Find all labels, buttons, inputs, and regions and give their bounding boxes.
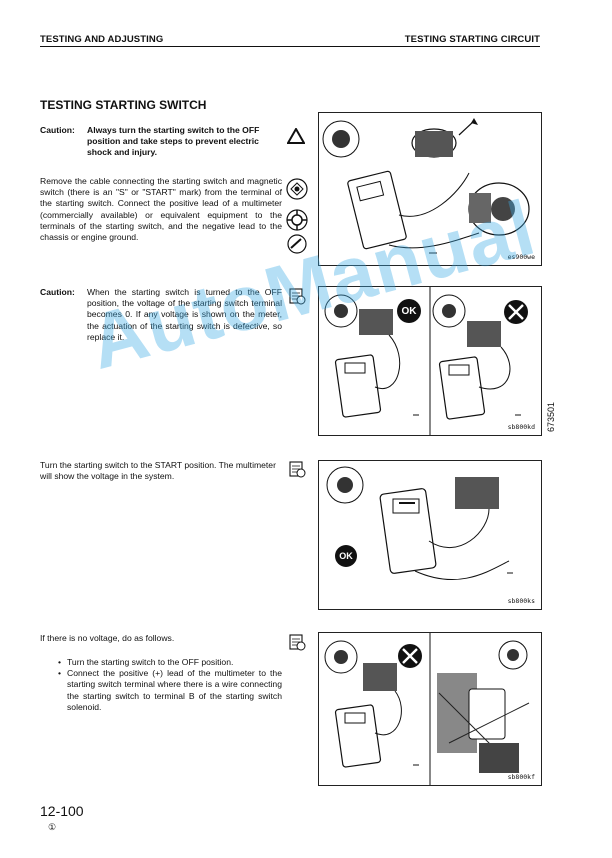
header-right: TESTING STARTING CIRCUIT [404, 34, 540, 45]
figure-1-drawing [322, 118, 530, 254]
section4-list: Turn the starting switch to the OFF posi… [58, 657, 282, 713]
figure-3-drawing [326, 466, 513, 580]
header-left: TESTING AND ADJUSTING [40, 34, 164, 45]
figure-4: sb800kf [318, 632, 542, 786]
figure-3: OK sb800ks [318, 460, 542, 610]
manual-check-icon [289, 461, 306, 478]
figure-4-code: sb800kf [507, 773, 535, 781]
figure-4-drawing [324, 633, 530, 785]
caution-label: Caution: [40, 125, 75, 135]
figure-1-code: es900we [507, 253, 535, 261]
manual-check-icon [289, 634, 306, 651]
manual-check-icon [289, 288, 306, 305]
figure-1: es900we [318, 112, 542, 266]
ok-badge-label: OK [401, 305, 417, 317]
ok-badge: OK [397, 299, 421, 323]
caution-label-2: Caution: [40, 287, 75, 297]
figure-2: OK sb800kd [318, 286, 542, 436]
caution-block-2: Caution: When the starting switch is tur… [40, 287, 282, 343]
gear-circle-icon [286, 209, 308, 231]
caution-text-2: When the starting switch is turned to th… [87, 287, 282, 342]
list-item: Connect the positive (+) lead of the mul… [58, 668, 282, 713]
section3-body: Turn the starting switch to the START po… [40, 460, 276, 482]
section4-intro: If there is no voltage, do as follows. [40, 633, 175, 643]
caution-block-1: Caution: Always turn the starting switch… [40, 125, 282, 159]
header-rule [40, 46, 540, 47]
caution-text: Always turn the starting switch to the O… [87, 125, 260, 158]
page-title: TESTING STARTING SWITCH [40, 98, 207, 112]
tool-circle-icon [287, 234, 307, 254]
figure-3-code: sb800ks [507, 597, 535, 605]
list-item: Turn the starting switch to the OFF posi… [58, 657, 282, 668]
page-number: 12-100 [40, 803, 84, 819]
section1-body: Remove the cable connecting the starting… [40, 176, 282, 243]
ok-badge: OK [335, 545, 357, 567]
ok-badge-label: OK [339, 551, 353, 561]
revision-mark: ① [48, 822, 57, 832]
ng-cross-icon [504, 300, 528, 324]
figure-2-drawing [324, 287, 521, 435]
ng-cross-icon [398, 644, 422, 668]
wrench-circle-icon [286, 178, 308, 200]
side-code: 673501 [546, 401, 556, 432]
warning-triangle-icon [287, 128, 305, 144]
figure-2-code: sb800kd [507, 423, 535, 431]
